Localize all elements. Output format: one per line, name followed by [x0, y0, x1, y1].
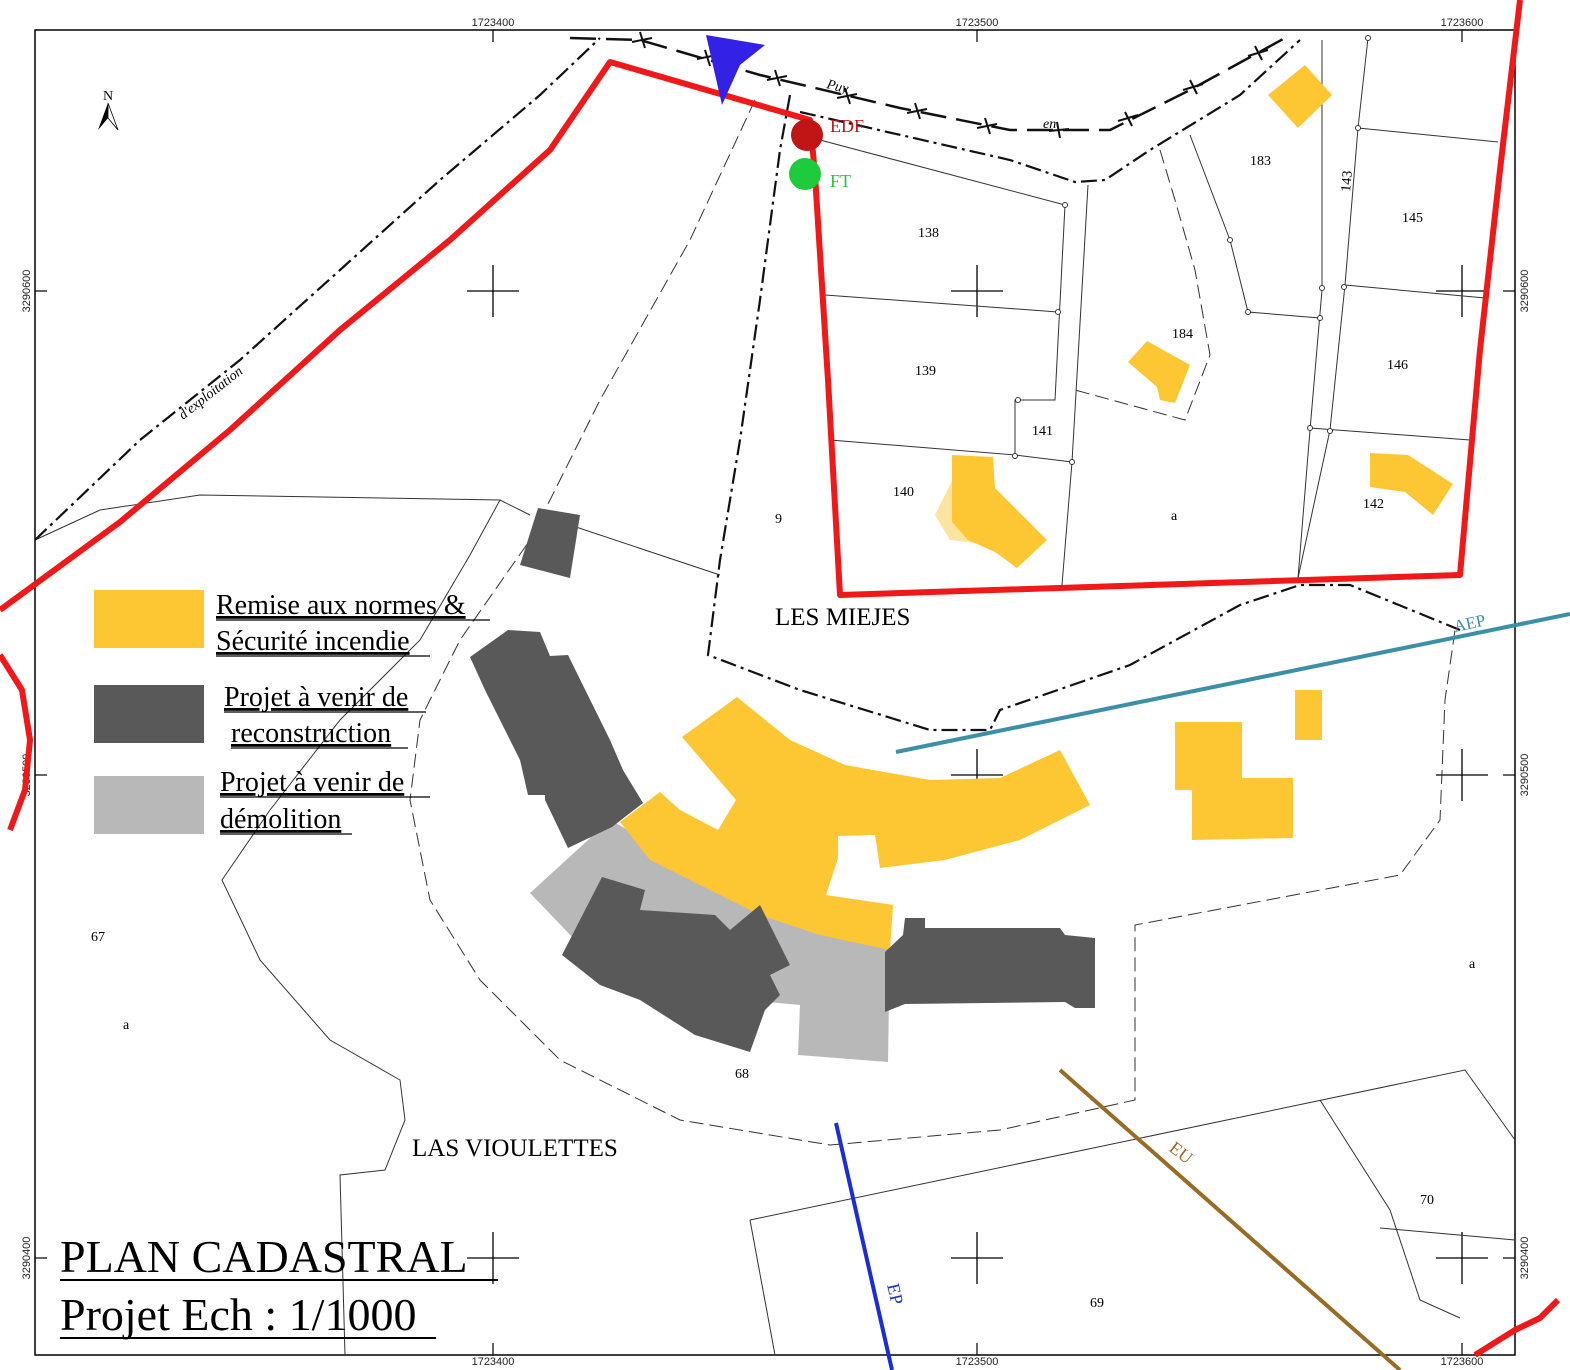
entry-arrow-icon — [706, 35, 765, 105]
place-les-miejes: LES MIEJES — [775, 604, 910, 631]
parcel-a-2: a — [123, 1018, 130, 1033]
reconstruction-buildings — [470, 508, 1095, 1052]
x-label-top-1: 1723400 — [472, 17, 515, 29]
parcel-68: 68 — [735, 1067, 749, 1082]
edf-marker — [791, 119, 823, 151]
parcel-67: 67 — [91, 930, 105, 945]
parcel-146: 146 — [1387, 358, 1408, 373]
eu-label: EU — [1166, 1137, 1197, 1168]
parcel-9: 9 — [775, 512, 782, 527]
legend-reconstruction-line1: Projet à venir de — [224, 682, 408, 713]
ft-label: FT — [830, 171, 851, 191]
north-label: N — [103, 89, 113, 104]
north-arrow-icon — [98, 102, 119, 131]
road-label-puy: Puy — [824, 77, 850, 97]
ft-marker — [789, 158, 821, 190]
renovation-buildings — [620, 65, 1453, 950]
y-label-right-3: 3290400 — [1519, 1237, 1531, 1280]
place-las-vioulettes: LAS VIOULETTES — [412, 1135, 618, 1162]
ep-line — [834, 1122, 894, 1370]
frame-ticks — [35, 30, 1515, 1355]
edf-label: EDF — [830, 116, 864, 136]
road-boundaries — [34, 37, 1461, 732]
title-line2: Projet Ech : 1/1000 — [60, 1289, 416, 1340]
parcel-a-1: a — [1171, 509, 1178, 524]
parcel-138: 138 — [918, 226, 939, 241]
grid-crosses — [467, 265, 1488, 1284]
parcel-70: 70 — [1420, 1193, 1434, 1208]
survey-points — [1012, 35, 1371, 465]
y-label-left-1: 3290600 — [21, 270, 33, 313]
parcel-183: 183 — [1250, 154, 1271, 169]
parcel-141: 141 — [1032, 424, 1053, 439]
x-label-top-2: 1723500 — [956, 17, 999, 29]
parcel-145: 145 — [1402, 211, 1423, 226]
y-label-right-1: 3290600 — [1519, 270, 1531, 313]
y-label-left-3: 3290400 — [21, 1237, 33, 1280]
parcel-143: 143 — [1339, 170, 1356, 192]
legend: Remise aux normes & Sécurité incendie Pr… — [94, 590, 490, 835]
title-line1: PLAN CADASTRAL — [60, 1231, 468, 1282]
road-label-exploitation: d'exploitation — [176, 364, 246, 423]
legend-demolition-line1: Projet à venir de — [220, 767, 404, 798]
road-label-en: en — [1043, 117, 1056, 132]
parcel-184: 184 — [1172, 327, 1193, 342]
legend-renovation-line1: Remise aux normes & — [216, 590, 466, 621]
legend-renovation-line2: Sécurité incendie — [216, 626, 410, 657]
parcel-139: 139 — [915, 364, 936, 379]
eu-line — [1058, 1068, 1402, 1370]
parcel-142: 142 — [1363, 497, 1384, 512]
legend-swatch-renovation — [94, 590, 204, 648]
legend-swatch-demolition — [94, 776, 204, 834]
y-label-right-2: 3290500 — [1519, 754, 1531, 797]
parcel-a-3: a — [1469, 957, 1476, 972]
map-title: PLAN CADASTRAL Projet Ech : 1/1000 — [60, 1231, 498, 1340]
aep-line — [895, 612, 1570, 754]
legend-demolition-line2: démolition — [220, 804, 341, 835]
legend-reconstruction-line2: reconstruction — [231, 718, 391, 749]
x-label-bottom-3: 1723600 — [1441, 1356, 1484, 1368]
dashed-boundaries — [409, 99, 1456, 1146]
track-line — [569, 31, 1286, 139]
parcel-69: 69 — [1090, 1296, 1104, 1311]
x-label-bottom-1: 1723400 — [472, 1356, 515, 1368]
x-label-bottom-2: 1723500 — [956, 1356, 999, 1368]
legend-swatch-reconstruction — [94, 685, 204, 743]
x-label-top-3: 1723600 — [1441, 17, 1484, 29]
parcel-140: 140 — [893, 485, 914, 500]
ep-label: EP — [883, 1281, 907, 1306]
